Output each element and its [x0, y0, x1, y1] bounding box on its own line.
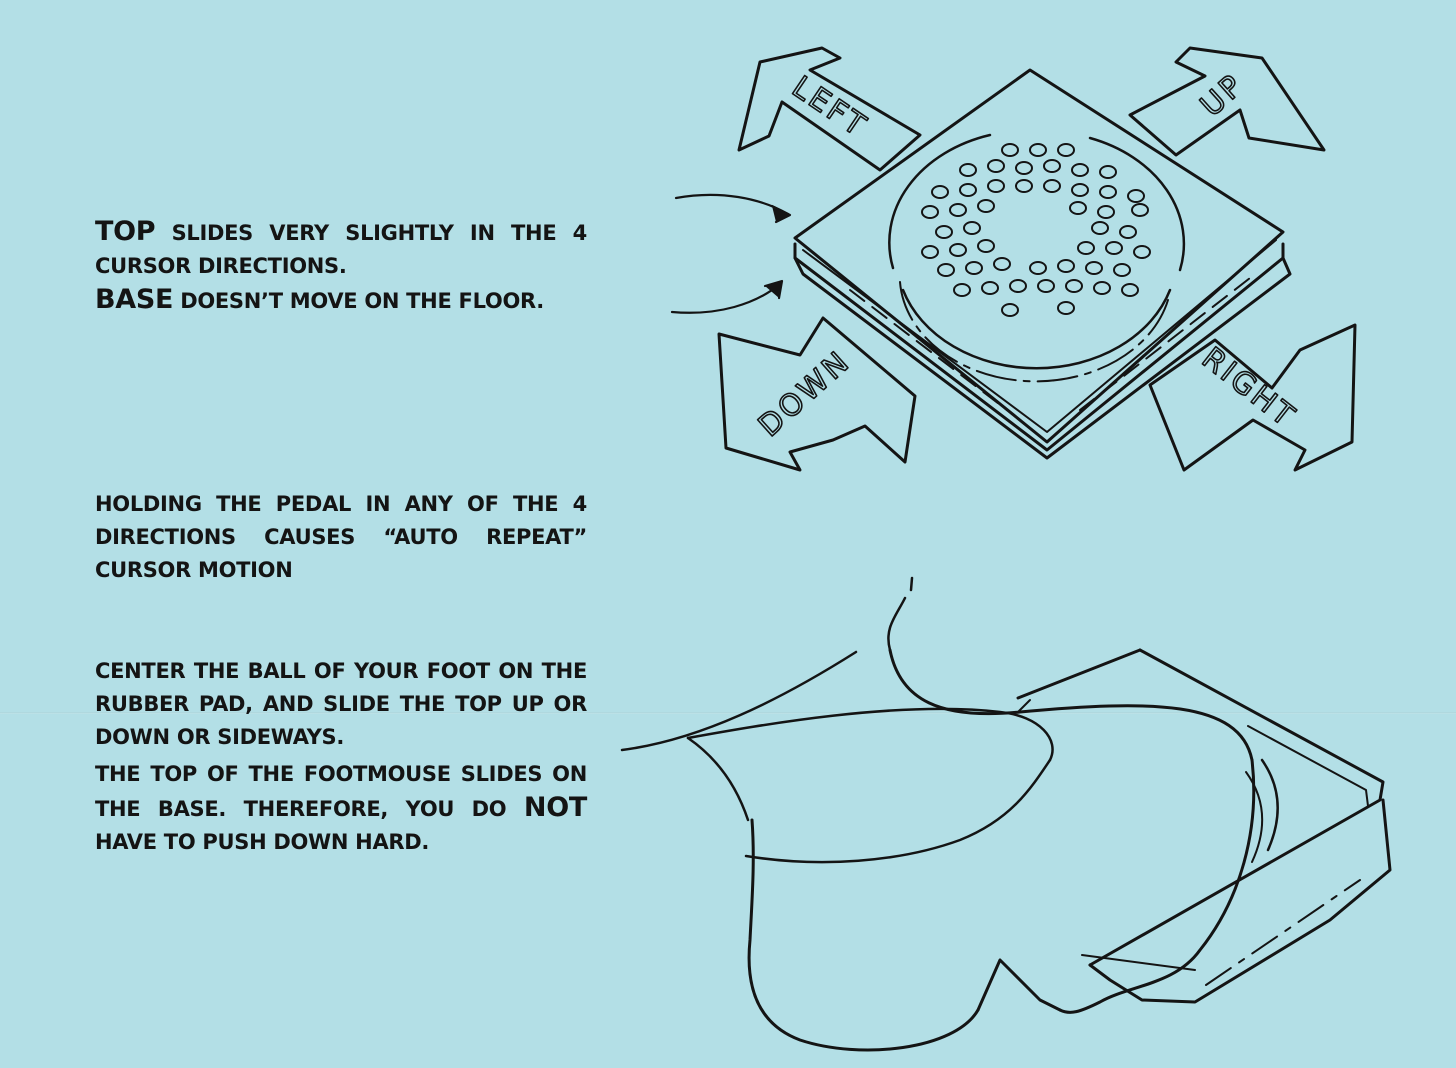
slides-text-end: HAVE TO PUSH DOWN HARD. — [95, 830, 430, 854]
pedal-top-view — [793, 68, 1292, 460]
top-label: TOP — [95, 216, 156, 247]
left-arrow-icon — [737, 46, 922, 172]
paper-fold-line — [0, 712, 1456, 714]
base-label: BASE — [95, 284, 174, 315]
right-arrow-icon — [1148, 323, 1357, 472]
foot-on-pedal-illustration — [620, 576, 1392, 1052]
pointer-to-top — [674, 193, 792, 224]
not-emphasis: NOT — [523, 792, 587, 823]
pointer-to-base — [670, 279, 784, 314]
top-text: SLIDES VERY SLIGHTLY IN THE 4 CURSOR DIR… — [95, 221, 587, 278]
slides-text: THE TOP OF THE FOOTMOUSE SLIDES ON THE B… — [95, 762, 587, 821]
up-arrow-icon — [1128, 46, 1326, 157]
pad-dots — [921, 143, 1151, 317]
base-text: DOESN’T MOVE ON THE FLOOR. — [180, 289, 544, 313]
auto-repeat-text: HOLDING THE PEDAL IN ANY OF THE 4 DIRECT… — [95, 492, 587, 582]
top-description: TOP SLIDES VERY SLIGHTLY IN THE 4 CURSOR… — [95, 215, 587, 318]
center-foot-text: CENTER THE BALL OF YOUR FOOT ON THE RUBB… — [95, 659, 587, 749]
slides-description: THE TOP OF THE FOOTMOUSE SLIDES ON THE B… — [95, 758, 587, 859]
down-arrow-icon — [717, 316, 917, 472]
